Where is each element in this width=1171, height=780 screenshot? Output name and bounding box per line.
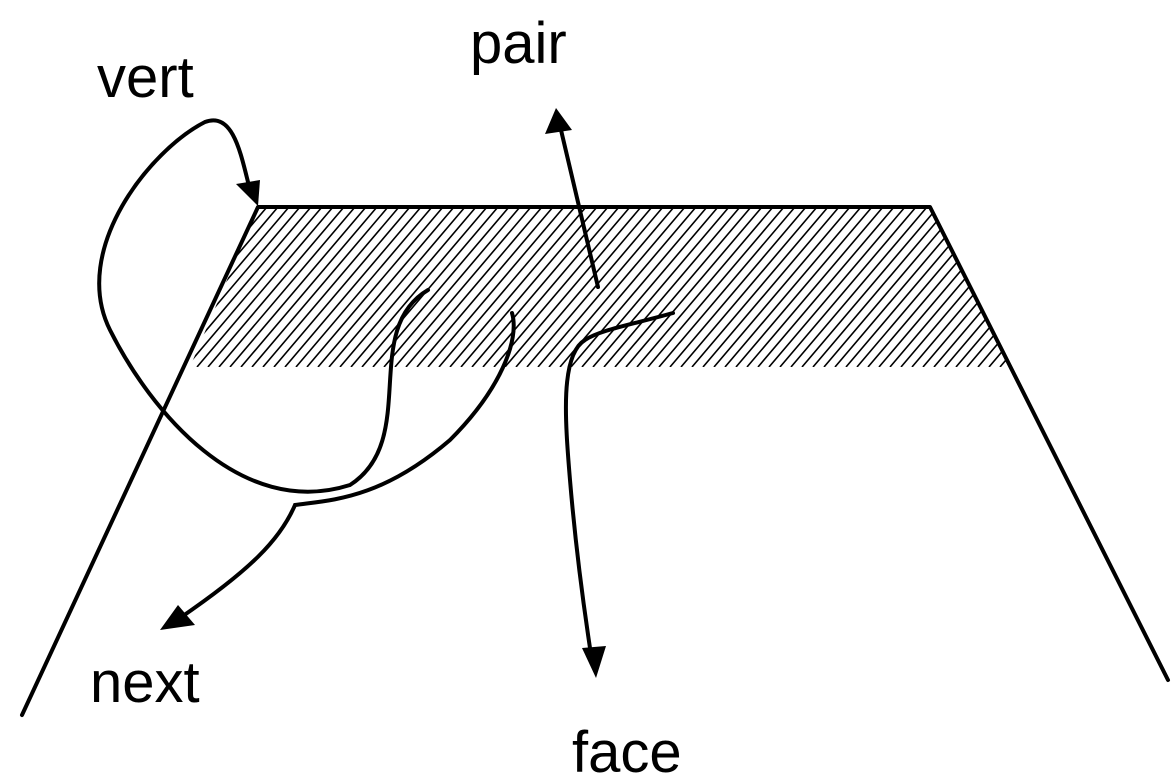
hatch-line xyxy=(592,207,730,367)
hatch-line xyxy=(460,207,598,367)
hatch-line xyxy=(944,207,1010,367)
hatch-line xyxy=(405,207,543,367)
hatch-line xyxy=(1055,207,1171,367)
hatch-line xyxy=(493,207,631,367)
hatch-line xyxy=(955,207,1010,367)
hatch-line xyxy=(537,207,675,367)
hatch-line xyxy=(735,207,873,367)
hatch-line xyxy=(647,207,785,367)
hatch-line xyxy=(867,207,1005,367)
hatch-line xyxy=(625,207,763,367)
hatch-line xyxy=(190,207,301,367)
hatch-line xyxy=(361,207,499,367)
hatch-line xyxy=(834,207,972,367)
next-label: next xyxy=(90,650,200,715)
next-arrowhead xyxy=(160,605,195,630)
hatch-line xyxy=(1077,207,1171,367)
hatch-line xyxy=(845,207,983,367)
hatch-line xyxy=(196,207,334,367)
hatch-line xyxy=(889,207,1010,367)
face-arrowhead xyxy=(582,646,606,678)
hatch-line xyxy=(768,207,906,367)
hatch-line xyxy=(636,207,774,367)
hatch-line xyxy=(614,207,752,367)
hatch-line xyxy=(526,207,664,367)
hatch-line xyxy=(438,207,576,367)
hatch-line xyxy=(757,207,895,367)
hatch-line xyxy=(603,207,741,367)
hatch-line xyxy=(383,207,521,367)
hatch-line xyxy=(801,207,939,367)
vert-arrowhead xyxy=(236,180,260,206)
hatch-line xyxy=(823,207,961,367)
hatch-line xyxy=(427,207,565,367)
hatch-line xyxy=(273,207,411,367)
hatch-line xyxy=(988,207,1010,367)
hatch-line xyxy=(724,207,862,367)
vert-pointer-curve xyxy=(97,118,430,494)
hatched-face-region xyxy=(190,207,1171,367)
hatch-line xyxy=(658,207,796,367)
hatch-line xyxy=(1099,207,1171,367)
hatch-line xyxy=(812,207,950,367)
next-pointer-curve xyxy=(178,311,516,620)
face-pointer-curve xyxy=(563,311,675,650)
hatch-line xyxy=(933,207,1010,367)
hatch-line xyxy=(394,207,532,367)
hatch-line xyxy=(1011,207,1147,367)
pair-pointer-line xyxy=(559,128,600,289)
hatch-line xyxy=(350,207,488,367)
pair-arrowhead xyxy=(545,108,572,134)
hatch-line xyxy=(911,207,1010,367)
hatch-line xyxy=(190,207,279,367)
hatch-line xyxy=(240,207,378,367)
hatch-line xyxy=(449,207,587,367)
hatch-line xyxy=(284,207,422,367)
hatch-line xyxy=(691,207,829,367)
face-outline-edges xyxy=(20,205,1170,717)
hatch-line xyxy=(680,207,818,367)
hatch-line xyxy=(262,207,400,367)
hatch-line xyxy=(570,207,708,367)
hatch-line xyxy=(790,207,928,367)
hatch-line xyxy=(471,207,609,367)
hatch-line xyxy=(1088,207,1171,367)
hatch-line xyxy=(713,207,851,367)
hatch-line xyxy=(207,207,345,367)
hatch-line xyxy=(581,207,719,367)
hatch-line xyxy=(504,207,642,367)
hatch-line xyxy=(482,207,620,367)
hatch-line xyxy=(669,207,807,367)
hatch-line xyxy=(218,207,356,367)
pair-label: pair xyxy=(470,11,567,76)
hatch-line xyxy=(856,207,994,367)
hatch-line xyxy=(1044,207,1171,367)
hatch-line xyxy=(966,207,1010,367)
hatch-line xyxy=(339,207,477,367)
hatch-line xyxy=(229,207,367,367)
hatch-line xyxy=(416,207,554,367)
hatch-lines xyxy=(190,207,1171,367)
hatch-line xyxy=(317,207,455,367)
hatch-line xyxy=(1066,207,1171,367)
hatch-line xyxy=(328,207,466,367)
hatch-line xyxy=(515,207,653,367)
hatch-line xyxy=(295,207,433,367)
hatch-line xyxy=(251,207,389,367)
face-label: face xyxy=(572,720,682,780)
hatch-line xyxy=(1033,207,1169,367)
hatch-line xyxy=(306,207,444,367)
hatch-line xyxy=(548,207,686,367)
hatch-line xyxy=(746,207,884,367)
hatch-line xyxy=(1022,207,1158,367)
hatch-line xyxy=(878,207,1010,367)
hatch-line xyxy=(702,207,840,367)
hatch-line xyxy=(999,207,1010,367)
vert-label: vert xyxy=(97,45,194,110)
hatch-line xyxy=(779,207,917,367)
hatch-line xyxy=(190,207,257,367)
hatch-line xyxy=(190,207,323,367)
